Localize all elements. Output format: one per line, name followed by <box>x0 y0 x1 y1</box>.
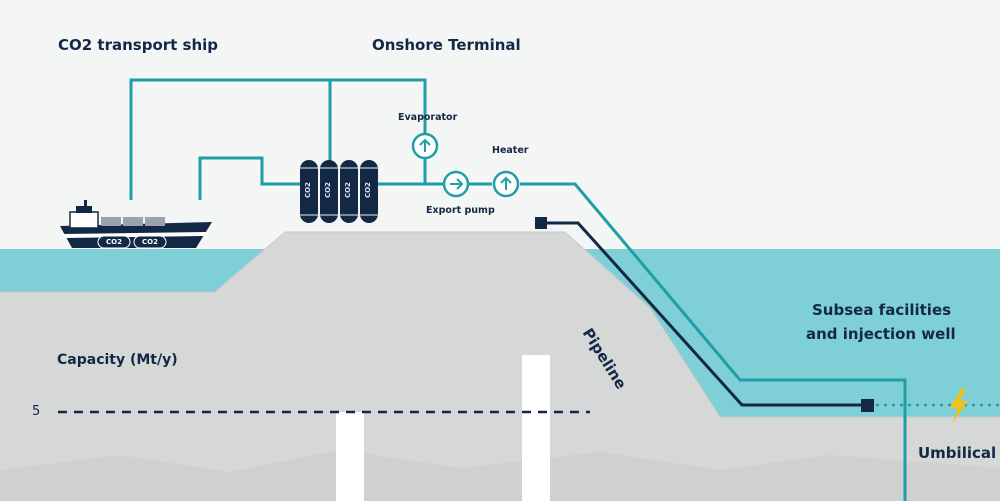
vapour-return-line <box>129 78 427 200</box>
storage-tank <box>340 160 358 223</box>
heater-label: Heater <box>492 145 529 156</box>
pipeline <box>520 182 907 501</box>
ship-hold <box>133 235 167 249</box>
ship-hold-label: CO2 <box>142 238 158 246</box>
subsea-label-line1: Subsea facilities <box>812 301 952 319</box>
ship-hold-label: CO2 <box>106 238 122 246</box>
ship-deck <box>101 217 121 226</box>
storage-tanks <box>300 160 378 223</box>
evaporator-label: Evaporator <box>398 112 458 123</box>
capacity-tick-label: 5 <box>32 404 41 419</box>
export-pump-label: Export pump <box>426 205 495 216</box>
seabed-terrain <box>0 232 1000 501</box>
tank-label: CO2 <box>323 182 332 198</box>
export-pump-icon <box>442 170 470 198</box>
ship-loading-line <box>198 156 300 200</box>
tank-label: CO2 <box>303 182 312 198</box>
ship-hull-stripe <box>63 232 206 238</box>
subsea-label-line2: and injection well <box>806 325 956 343</box>
process-lines <box>129 78 907 501</box>
ship-title: CO2 transport ship <box>58 36 219 54</box>
well-bar-left <box>336 412 364 501</box>
co2-transport-ship <box>60 200 212 249</box>
terrain-outline <box>0 231 1000 418</box>
capacity-label: Capacity (Mt/y) <box>57 352 178 368</box>
storage-tank <box>320 160 338 223</box>
ship-deck <box>145 217 165 226</box>
heater-icon <box>492 170 520 198</box>
evaporator-icon <box>411 132 439 160</box>
ship-hold <box>97 235 131 249</box>
umbilical-line <box>547 221 862 407</box>
tank-label: CO2 <box>343 182 352 198</box>
ship-bridge-top <box>76 206 92 213</box>
tank-label: CO2 <box>363 182 372 198</box>
ship-mast <box>84 200 87 207</box>
storage-tank <box>360 160 378 223</box>
umbilical-subsea-node <box>861 399 874 412</box>
umbilical-onshore-node <box>535 217 547 229</box>
ship-deck <box>123 217 143 226</box>
lower-ridge <box>0 450 1000 501</box>
ship-bridge <box>69 211 99 229</box>
umbilical-label: Umbilical <box>918 444 997 462</box>
terminal-title: Onshore Terminal <box>372 36 521 54</box>
storage-tank <box>300 160 318 223</box>
lightning-icon <box>950 388 968 424</box>
well-bar-right <box>522 355 550 501</box>
